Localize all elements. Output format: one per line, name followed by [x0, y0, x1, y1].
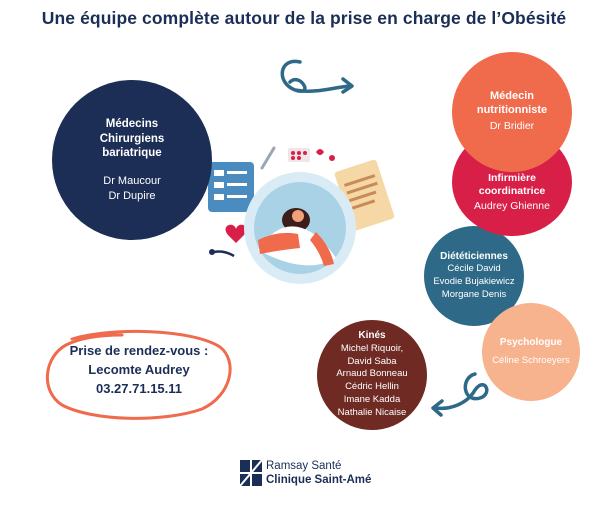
dietitian-name: Evodie Bujakiewicz	[433, 275, 515, 287]
psychologist-heading: Psychologue	[499, 336, 563, 348]
curved-arrow-icon	[431, 372, 489, 417]
nutritionist-heading: nutritionniste	[476, 104, 548, 117]
nurse-name: Audrey Ghienne	[474, 200, 550, 213]
dietitian-name: Cécile David	[447, 263, 501, 275]
nutritionist-heading: Médecin	[489, 90, 534, 103]
surgeon-name: Dr Maucour	[103, 175, 161, 188]
surgeons-heading: bariatrique	[102, 146, 162, 159]
curved-arrow-icon	[280, 59, 354, 94]
psychologist-name: Céline Schroeyers	[492, 355, 570, 367]
appointment-label: Prise de rendez-vous :	[69, 343, 209, 358]
surgeons-heading: Chirurgiens	[99, 132, 165, 145]
nutritionist-name: Dr Bridier	[489, 119, 535, 132]
nurse-heading: Infirmière	[488, 172, 536, 185]
surgeons-heading: Médecins	[105, 118, 159, 131]
nutritionist-circle: Médecin nutritionniste Dr Bridier	[452, 52, 572, 172]
physio-name: Arnaud Bonneau	[336, 368, 408, 380]
physio-heading: Kinés	[358, 330, 386, 342]
appointment-phone: 03.27.71.15.11	[95, 380, 183, 396]
surgeon-name: Dr Dupire	[108, 189, 156, 202]
physio-circle: Kinés Michel Riquoir, David Saba Arnaud …	[317, 320, 427, 430]
page-title: Une équipe complète autour de la prise e…	[41, 8, 567, 28]
surgeons-circle: Médecins Chirurgiens bariatrique Dr Mauc…	[52, 80, 212, 240]
physio-name: Nathalie Nicaise	[337, 406, 407, 418]
logo-clinic: Clinique Saint-Amé	[266, 473, 372, 486]
medical-illustration	[208, 146, 395, 284]
physio-name: Imane Kadda	[343, 394, 401, 406]
nurse-heading: coordinatrice	[478, 185, 546, 198]
appointment-box: Prise de rendez-vous : Lecomte Audrey 03…	[46, 329, 232, 420]
dietitians-heading: Diététiciennes	[440, 250, 508, 262]
ramsay-logo-icon	[240, 460, 262, 487]
physio-name: Michel Riquoir,	[340, 342, 404, 354]
physio-name: Cédric Hellin	[345, 381, 399, 393]
physio-name: David Saba	[347, 355, 397, 367]
psychologist-circle: Psychologue Céline Schroeyers	[482, 303, 580, 401]
appointment-contact: Lecomte Audrey	[88, 361, 190, 377]
dietitian-name: Morgane Denis	[441, 288, 507, 300]
hand-drawn-oval	[46, 329, 232, 420]
logo-brand: Ramsay Santé	[266, 460, 342, 472]
